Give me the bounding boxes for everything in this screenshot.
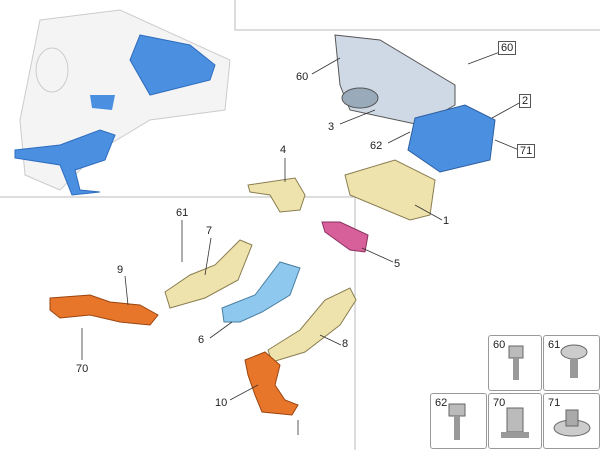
callout-8: 8 [342, 338, 349, 350]
callout-1: 1 [443, 215, 450, 227]
callout-60-top: 60 [498, 41, 517, 55]
part-2-vent [407, 104, 496, 173]
callout-5: 5 [394, 258, 401, 270]
callout-4: 4 [280, 144, 287, 156]
hardware-label: 70 [493, 397, 506, 409]
frame-line-top [234, 0, 600, 31]
hardware-box-60: 60 [488, 335, 542, 391]
callout-6: 6 [198, 334, 205, 346]
callout-61: 61 [176, 207, 189, 219]
hardware-label: 71 [548, 397, 561, 409]
part-4-duct [247, 177, 306, 213]
bolt-icon [508, 345, 524, 380]
screw-icon [560, 344, 588, 378]
bolt-icon [448, 403, 466, 440]
callout-2: 2 [519, 94, 532, 108]
part-6-duct [221, 261, 301, 323]
part-3-duct [334, 34, 456, 126]
callout-62: 62 [370, 140, 383, 152]
frame-line-left [0, 196, 356, 450]
callout-3: 3 [328, 121, 335, 133]
callout-71: 71 [517, 144, 536, 158]
callout-70: 70 [76, 363, 89, 375]
nut-icon [501, 407, 529, 438]
callout-60-left: 60 [296, 71, 309, 83]
hardware-box-62: 62 [430, 393, 487, 449]
part-10-duct [244, 351, 299, 416]
hardware-label: 61 [548, 339, 561, 351]
part-8-duct [267, 287, 357, 363]
hardware-box-71: 71 [543, 393, 600, 449]
part-5-duct [321, 221, 369, 253]
callout-7: 7 [206, 225, 213, 237]
hardware-label: 62 [435, 397, 448, 409]
callout-9: 9 [117, 264, 124, 276]
hardware-box-70: 70 [488, 393, 542, 449]
callout-10: 10 [215, 397, 228, 409]
part-1-duct [344, 159, 436, 221]
part-9-duct [49, 294, 159, 326]
hardware-label: 60 [493, 339, 506, 351]
dashboard-overview [14, 9, 231, 196]
part-7-duct [164, 239, 253, 309]
clip-nut-icon [553, 409, 591, 437]
leader-lines [81, 51, 522, 435]
hardware-box-61: 61 [543, 335, 600, 391]
